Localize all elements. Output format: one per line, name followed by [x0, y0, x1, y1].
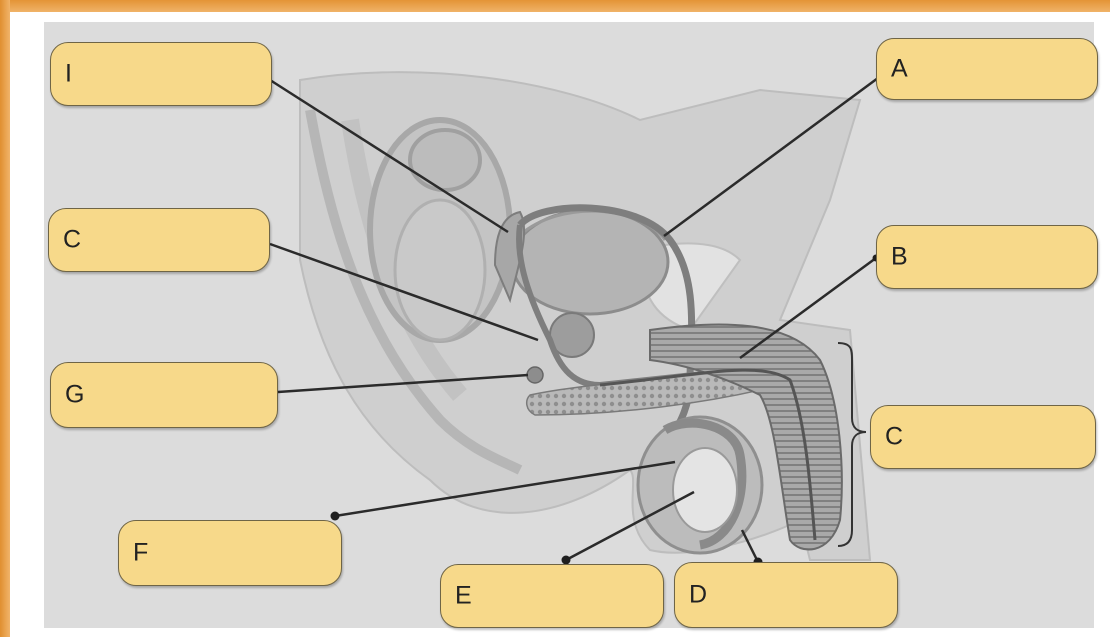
label-box-b[interactable]: B [876, 225, 1098, 289]
label-box-i[interactable]: I [50, 42, 272, 106]
label-letter-e: E [455, 582, 472, 611]
label-box-g[interactable]: G [50, 362, 278, 428]
bulbourethral-gland [527, 367, 543, 383]
label-letter-d: D [689, 581, 707, 610]
label-box-e[interactable]: E [440, 564, 664, 628]
label-letter-c-left: C [63, 226, 81, 255]
label-box-a[interactable]: A [876, 38, 1098, 100]
label-box-f[interactable]: F [118, 520, 342, 586]
label-letter-i: I [65, 60, 72, 89]
label-letter-f: F [133, 539, 148, 568]
rectum-lumen [395, 200, 485, 340]
label-box-c-left[interactable]: C [48, 208, 270, 272]
label-letter-b: B [891, 243, 908, 272]
label-box-d[interactable]: D [674, 562, 898, 628]
label-box-c-right[interactable]: C [870, 405, 1096, 469]
label-letter-a: A [891, 55, 908, 84]
rectum-inner [410, 130, 480, 190]
label-letter-g: G [65, 381, 84, 410]
leader-dot-f [331, 512, 340, 521]
testis [673, 448, 737, 532]
label-letter-c-right: C [885, 423, 903, 452]
